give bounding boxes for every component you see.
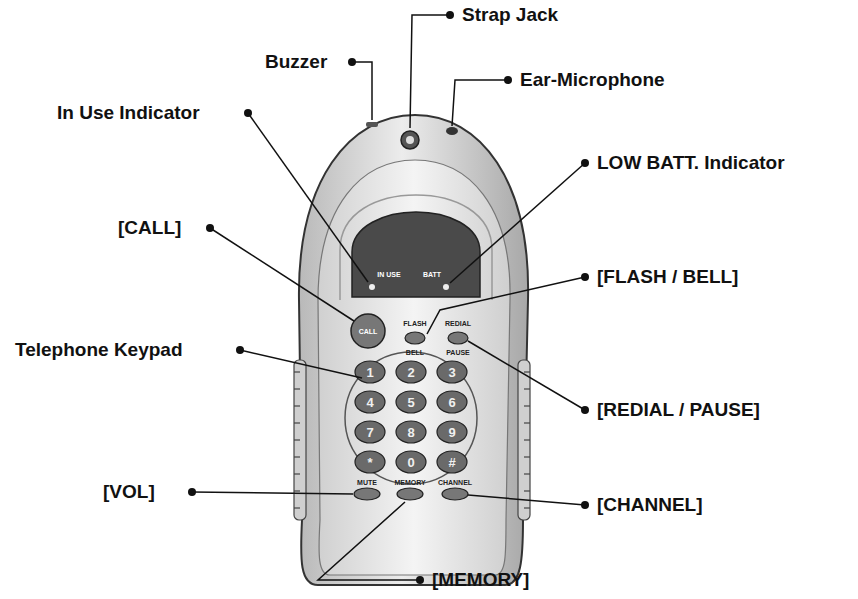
key-digit: 3 (448, 365, 455, 380)
keypad-key (396, 421, 426, 443)
device-marking: PAUSE (446, 349, 470, 356)
leader-dots (188, 11, 589, 584)
key-digit: 9 (448, 425, 455, 440)
keypad-key (437, 361, 467, 383)
key-digit: 7 (366, 425, 373, 440)
key-digit: 4 (366, 395, 373, 410)
redial-button (448, 332, 468, 344)
keypad-key (355, 361, 385, 383)
key-digit: 6 (448, 395, 455, 410)
keypad-key (396, 451, 426, 473)
key-digit: 5 (407, 395, 414, 410)
device-marking: FLASH (403, 320, 426, 327)
part-label: [VOL] (103, 481, 155, 503)
flash-button (405, 332, 425, 344)
device-marking: CHANNEL (438, 479, 472, 486)
mute-button (354, 488, 380, 500)
part-label: [CHANNEL] (597, 494, 703, 516)
key-digit: * (367, 455, 372, 470)
key-digit: 0 (407, 455, 414, 470)
memory-button (397, 488, 423, 500)
part-label: [CALL] (118, 217, 181, 239)
call-button (351, 314, 385, 348)
ear-microphone (446, 127, 458, 135)
button-marking: CALL (359, 328, 378, 335)
part-label: [FLASH / BELL] (597, 266, 738, 288)
in-use-led (369, 284, 375, 290)
side-grip (518, 360, 530, 520)
key-digit: 8 (407, 425, 414, 440)
part-label: [REDIAL / PAUSE] (597, 399, 760, 421)
keypad-key (355, 421, 385, 443)
keypad-key (396, 361, 426, 383)
device-marking: IN USE (377, 271, 400, 278)
part-label: Strap Jack (462, 4, 558, 26)
device-marking: BELL (406, 349, 424, 356)
device-marking: REDIAL (445, 320, 471, 327)
key-digit: 1 (366, 365, 373, 380)
handset-body (299, 115, 528, 585)
keypad-key (437, 451, 467, 473)
part-label: In Use Indicator (57, 102, 200, 124)
keypad-key (355, 391, 385, 413)
keypad-key (437, 391, 467, 413)
buzzer (366, 122, 378, 127)
part-label: LOW BATT. Indicator (597, 152, 785, 174)
part-label: Ear-Microphone (520, 69, 665, 91)
device-marking: MEMORY (394, 479, 425, 486)
batt-led (443, 284, 449, 290)
keypad-key (355, 451, 385, 473)
leader-lines (192, 15, 585, 580)
part-label: Buzzer (265, 51, 327, 73)
side-grip (294, 360, 306, 520)
handset-face (318, 160, 510, 575)
strap-jack (401, 131, 419, 149)
indicator-window (352, 212, 480, 297)
channel-button (442, 488, 468, 500)
part-label: Telephone Keypad (15, 339, 183, 361)
part-label: [MEMORY] (432, 569, 529, 591)
device-marking: BATT (423, 271, 441, 278)
keypad-key (437, 421, 467, 443)
device-marking: MUTE (357, 479, 377, 486)
key-digit: 2 (407, 365, 414, 380)
keypad-ring (345, 352, 477, 484)
keypad-key (396, 391, 426, 413)
key-digit: # (448, 455, 455, 470)
